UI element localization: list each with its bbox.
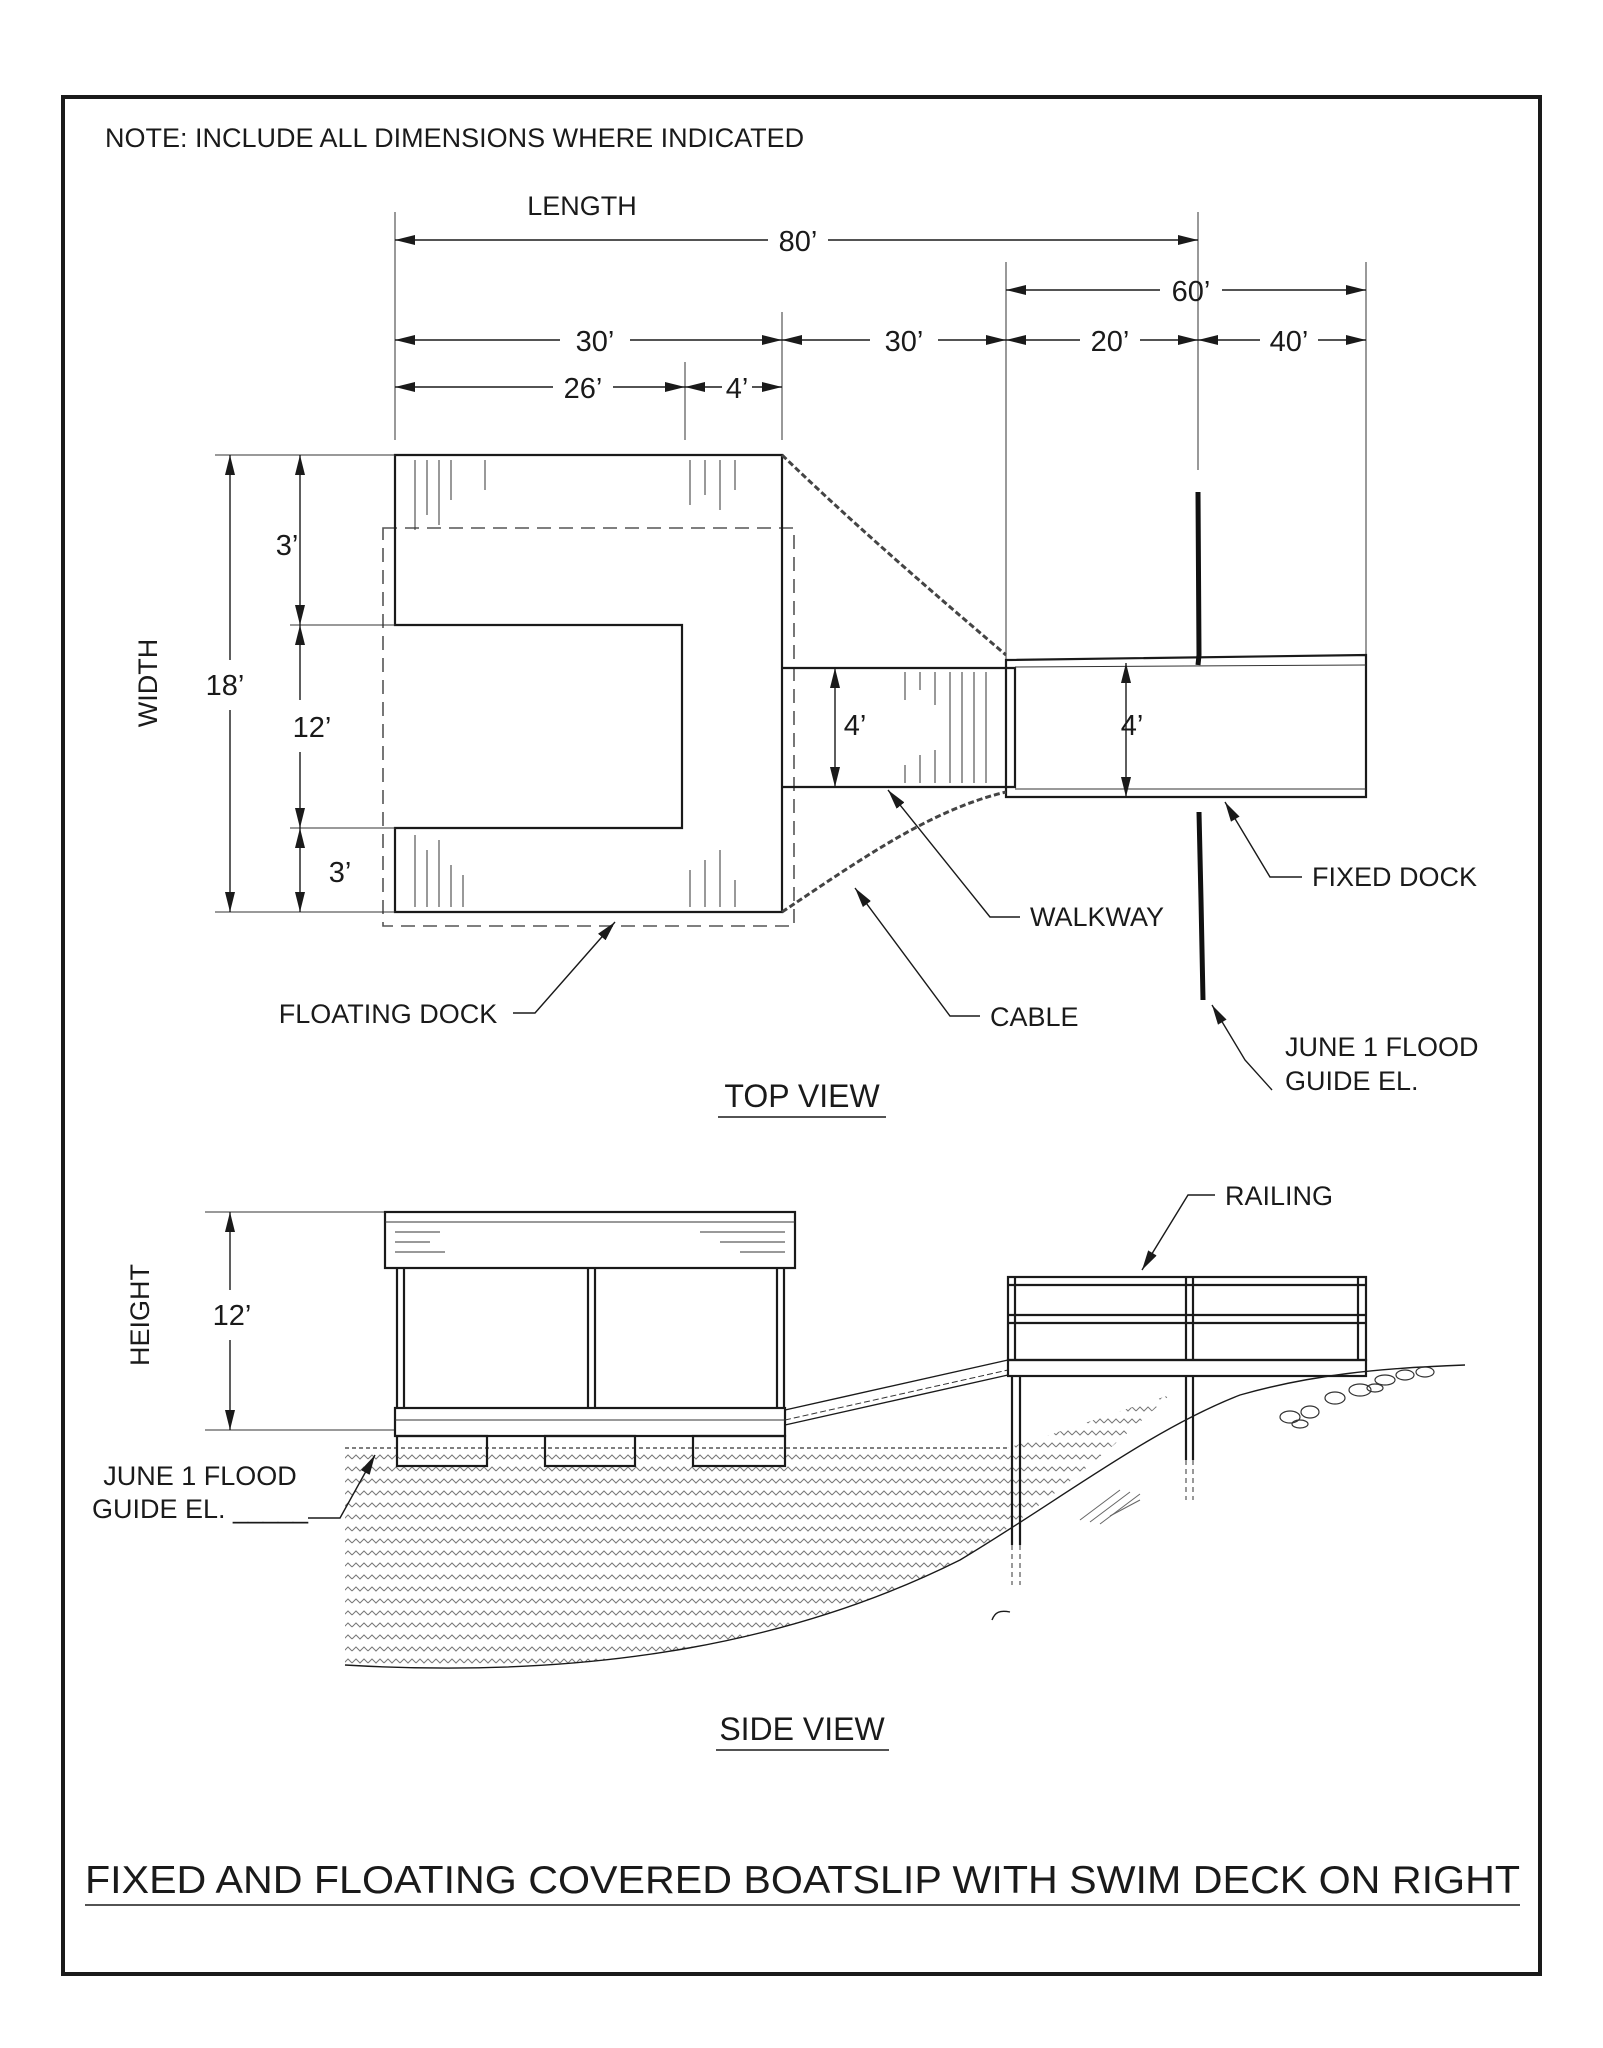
fixed-dock-pilings <box>1010 1376 1195 1545</box>
side-flood-leader <box>308 1454 376 1519</box>
railing-leader <box>1141 1194 1215 1271</box>
cable-label: CABLE <box>990 1002 1079 1032</box>
drawing-border <box>61 95 1542 1976</box>
fixed-width-dim: 4’ <box>1121 710 1144 742</box>
walkway-width-dim: 4’ <box>844 710 867 742</box>
floating-dock-outline <box>382 527 795 927</box>
walkway-length-dim: 30’ <box>885 326 924 358</box>
drawing-title: FIXED AND FLOATING COVERED BOATSLIP WITH… <box>85 1859 1520 1902</box>
top-view: LENGTH 80’ 60’ 30’ 30’ 20’ 40’ 26’ 4’ <box>133 191 1479 1118</box>
side-view: 12’ HEIGHT <box>92 1181 1466 1751</box>
side-view-title: SIDE VIEW <box>719 1711 885 1747</box>
fixed-dock <box>1004 653 1368 799</box>
walkway-leader <box>887 789 1020 918</box>
railing <box>1006 1275 1368 1362</box>
floating-dock-deck <box>393 1406 787 1438</box>
floating-dock-hatching <box>414 460 736 907</box>
floating-dock-leader <box>513 921 616 1014</box>
flood-guide-leader <box>1211 1004 1273 1091</box>
note-text: NOTE: INCLUDE ALL DIMENSIONS WHERE INDIC… <box>105 123 804 153</box>
length-label: LENGTH <box>527 191 637 221</box>
fixed-left-dim: 20’ <box>1091 326 1130 358</box>
fixed-dock-label: FIXED DOCK <box>1312 862 1477 892</box>
floating-dock <box>393 453 784 914</box>
length-total-dim: 80’ <box>779 226 818 258</box>
flood-guide-label-line2: GUIDE EL. <box>1285 1066 1419 1096</box>
floating-dock-label: FLOATING DOCK <box>279 999 498 1029</box>
side-flood-label-line1: JUNE 1 FLOOD <box>103 1461 297 1491</box>
width-total-dim: 18’ <box>206 670 245 702</box>
shoreline <box>344 1364 1466 1669</box>
walkway-hatching <box>904 672 987 783</box>
bank-hatching <box>1079 1489 1141 1525</box>
cable-top <box>780 453 1007 657</box>
height-dim: 12’ <box>213 1300 252 1332</box>
fixed-right-dim: 40’ <box>1270 326 1309 358</box>
slip-length-dim: 26’ <box>564 373 603 405</box>
flood-guide-line-top <box>1195 491 1202 666</box>
fixed-dock-leader <box>1224 801 1302 878</box>
fixed-dock-deck <box>1006 1358 1368 1378</box>
slip-end-dim: 4’ <box>726 373 749 405</box>
height-label: HEIGHT <box>125 1264 155 1366</box>
width-label: WIDTH <box>133 639 163 727</box>
railing-label: RAILING <box>1225 1181 1333 1211</box>
fixed-total-dim: 60’ <box>1172 276 1211 308</box>
cable-bottom <box>781 790 1007 914</box>
walkway <box>782 666 1008 789</box>
boathouse-posts <box>395 1268 786 1408</box>
top-view-title: TOP VIEW <box>724 1078 880 1114</box>
boathouse-roof <box>383 1210 797 1270</box>
cable-leader <box>854 887 980 1017</box>
walkway-label: WALKWAY <box>1030 902 1164 932</box>
side-top-dim: 3’ <box>276 530 299 562</box>
dock-floats <box>395 1434 787 1468</box>
slip-width-dim: 12’ <box>293 712 332 744</box>
side-flood-label-line2: GUIDE EL. _____ <box>92 1494 309 1524</box>
water-area <box>345 1395 1170 1669</box>
float-length-dim: 30’ <box>576 326 615 358</box>
side-bottom-dim: 3’ <box>329 857 352 889</box>
flood-guide-label-line1: JUNE 1 FLOOD <box>1285 1032 1479 1062</box>
side-walkway <box>784 1359 1009 1426</box>
shore-rocks <box>1279 1366 1435 1429</box>
